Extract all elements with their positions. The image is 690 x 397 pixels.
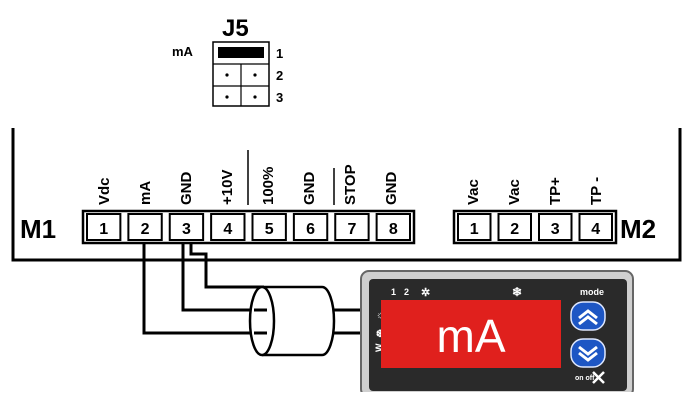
m2-label-1: Vac [465,179,482,205]
jumper-position-2: 2 [276,68,283,83]
m2-label-4: TP - [588,177,605,205]
chevron-up-icon [578,309,598,320]
terminal-cell [210,213,246,241]
terminal-number: 4 [223,221,232,238]
terminal-number: 3 [551,221,560,238]
m1-label-3: GND [178,172,195,206]
wifi-indicator: W [374,343,384,352]
chevron-up-icon [578,315,598,326]
m1-label-6: GND [301,172,318,206]
m1-label-4: +10V [219,170,236,205]
terminal-number: 4 [591,221,600,238]
display-unit: 1 2 ✲ ❄ mode ☼ ❆ W mA on off [360,270,634,397]
jumper-title: J5 [222,15,249,42]
mute-icon [592,371,605,384]
terminal-number: 5 [265,221,274,238]
terminal-number: 1 [470,221,479,238]
terminal-number: 8 [389,221,398,238]
m1-label: M1 [20,214,56,244]
m1-label-8: GND [383,172,400,206]
wire-ma [142,243,254,335]
defrost-icon: ❄ [512,285,522,299]
indicator-2: 2 [404,287,409,297]
alarm-icon: ☼ [376,310,385,321]
terminal-cell [168,213,205,241]
down-button[interactable] [570,338,606,368]
terminal-cell [334,213,370,241]
gear-icon: ✲ [421,287,430,299]
terminal-cell [578,213,613,241]
terminal-cell [375,213,411,241]
terminal-number: 3 [182,221,191,238]
shielded-cable [248,285,336,357]
wiring [142,243,362,335]
up-button[interactable] [570,301,606,331]
onoff-label: on off [575,375,595,382]
terminal-number: 6 [306,221,315,238]
indicator-1: 1 [391,287,396,297]
m1-label-5: 100% [260,167,277,205]
m2-label-2: Vac [506,179,523,205]
jumper-j5: J5 mA 1 2 3 [172,15,283,107]
terminal-number: 2 [510,221,519,238]
chevron-down-icon [578,345,598,356]
jumper-side-label: mA [172,44,194,59]
jumper-shunt [218,47,264,58]
chevron-down-icon [578,351,598,362]
display-screen [381,300,561,368]
m2-label-3: TP+ [547,177,564,205]
terminal-cell [86,213,122,241]
terminal-cell [457,213,492,241]
terminal-block-m2: 1 2 3 4 M2 Vac Vac TP+ TP - [452,177,656,245]
terminal-cell [497,213,532,241]
m1-label-7: STOP [342,164,359,205]
wire-shield [189,243,264,289]
terminal-cell [127,213,163,241]
m1-label-1: Vdc [96,177,113,205]
terminal-cell [251,213,287,241]
mode-label: mode [580,287,604,297]
jumper-position-3: 3 [276,90,283,105]
terminal-cell [538,213,573,241]
terminal-number: 1 [99,221,108,238]
display-reading: mA [437,310,506,362]
terminal-block-m1: M1 1 2 3 4 5 6 7 8 Vdc mA GND +10V 100% GND STO… [20,150,416,245]
controller-housing [11,128,682,262]
m1-label-2: mA [137,181,154,205]
m2-label: M2 [620,214,656,244]
terminal-number: 2 [141,221,150,238]
fan-icon: ❆ [376,329,385,340]
wire-gnd [181,243,254,312]
jumper-position-1: 1 [276,46,283,61]
terminal-number: 7 [347,221,356,238]
terminal-cell [292,213,329,241]
